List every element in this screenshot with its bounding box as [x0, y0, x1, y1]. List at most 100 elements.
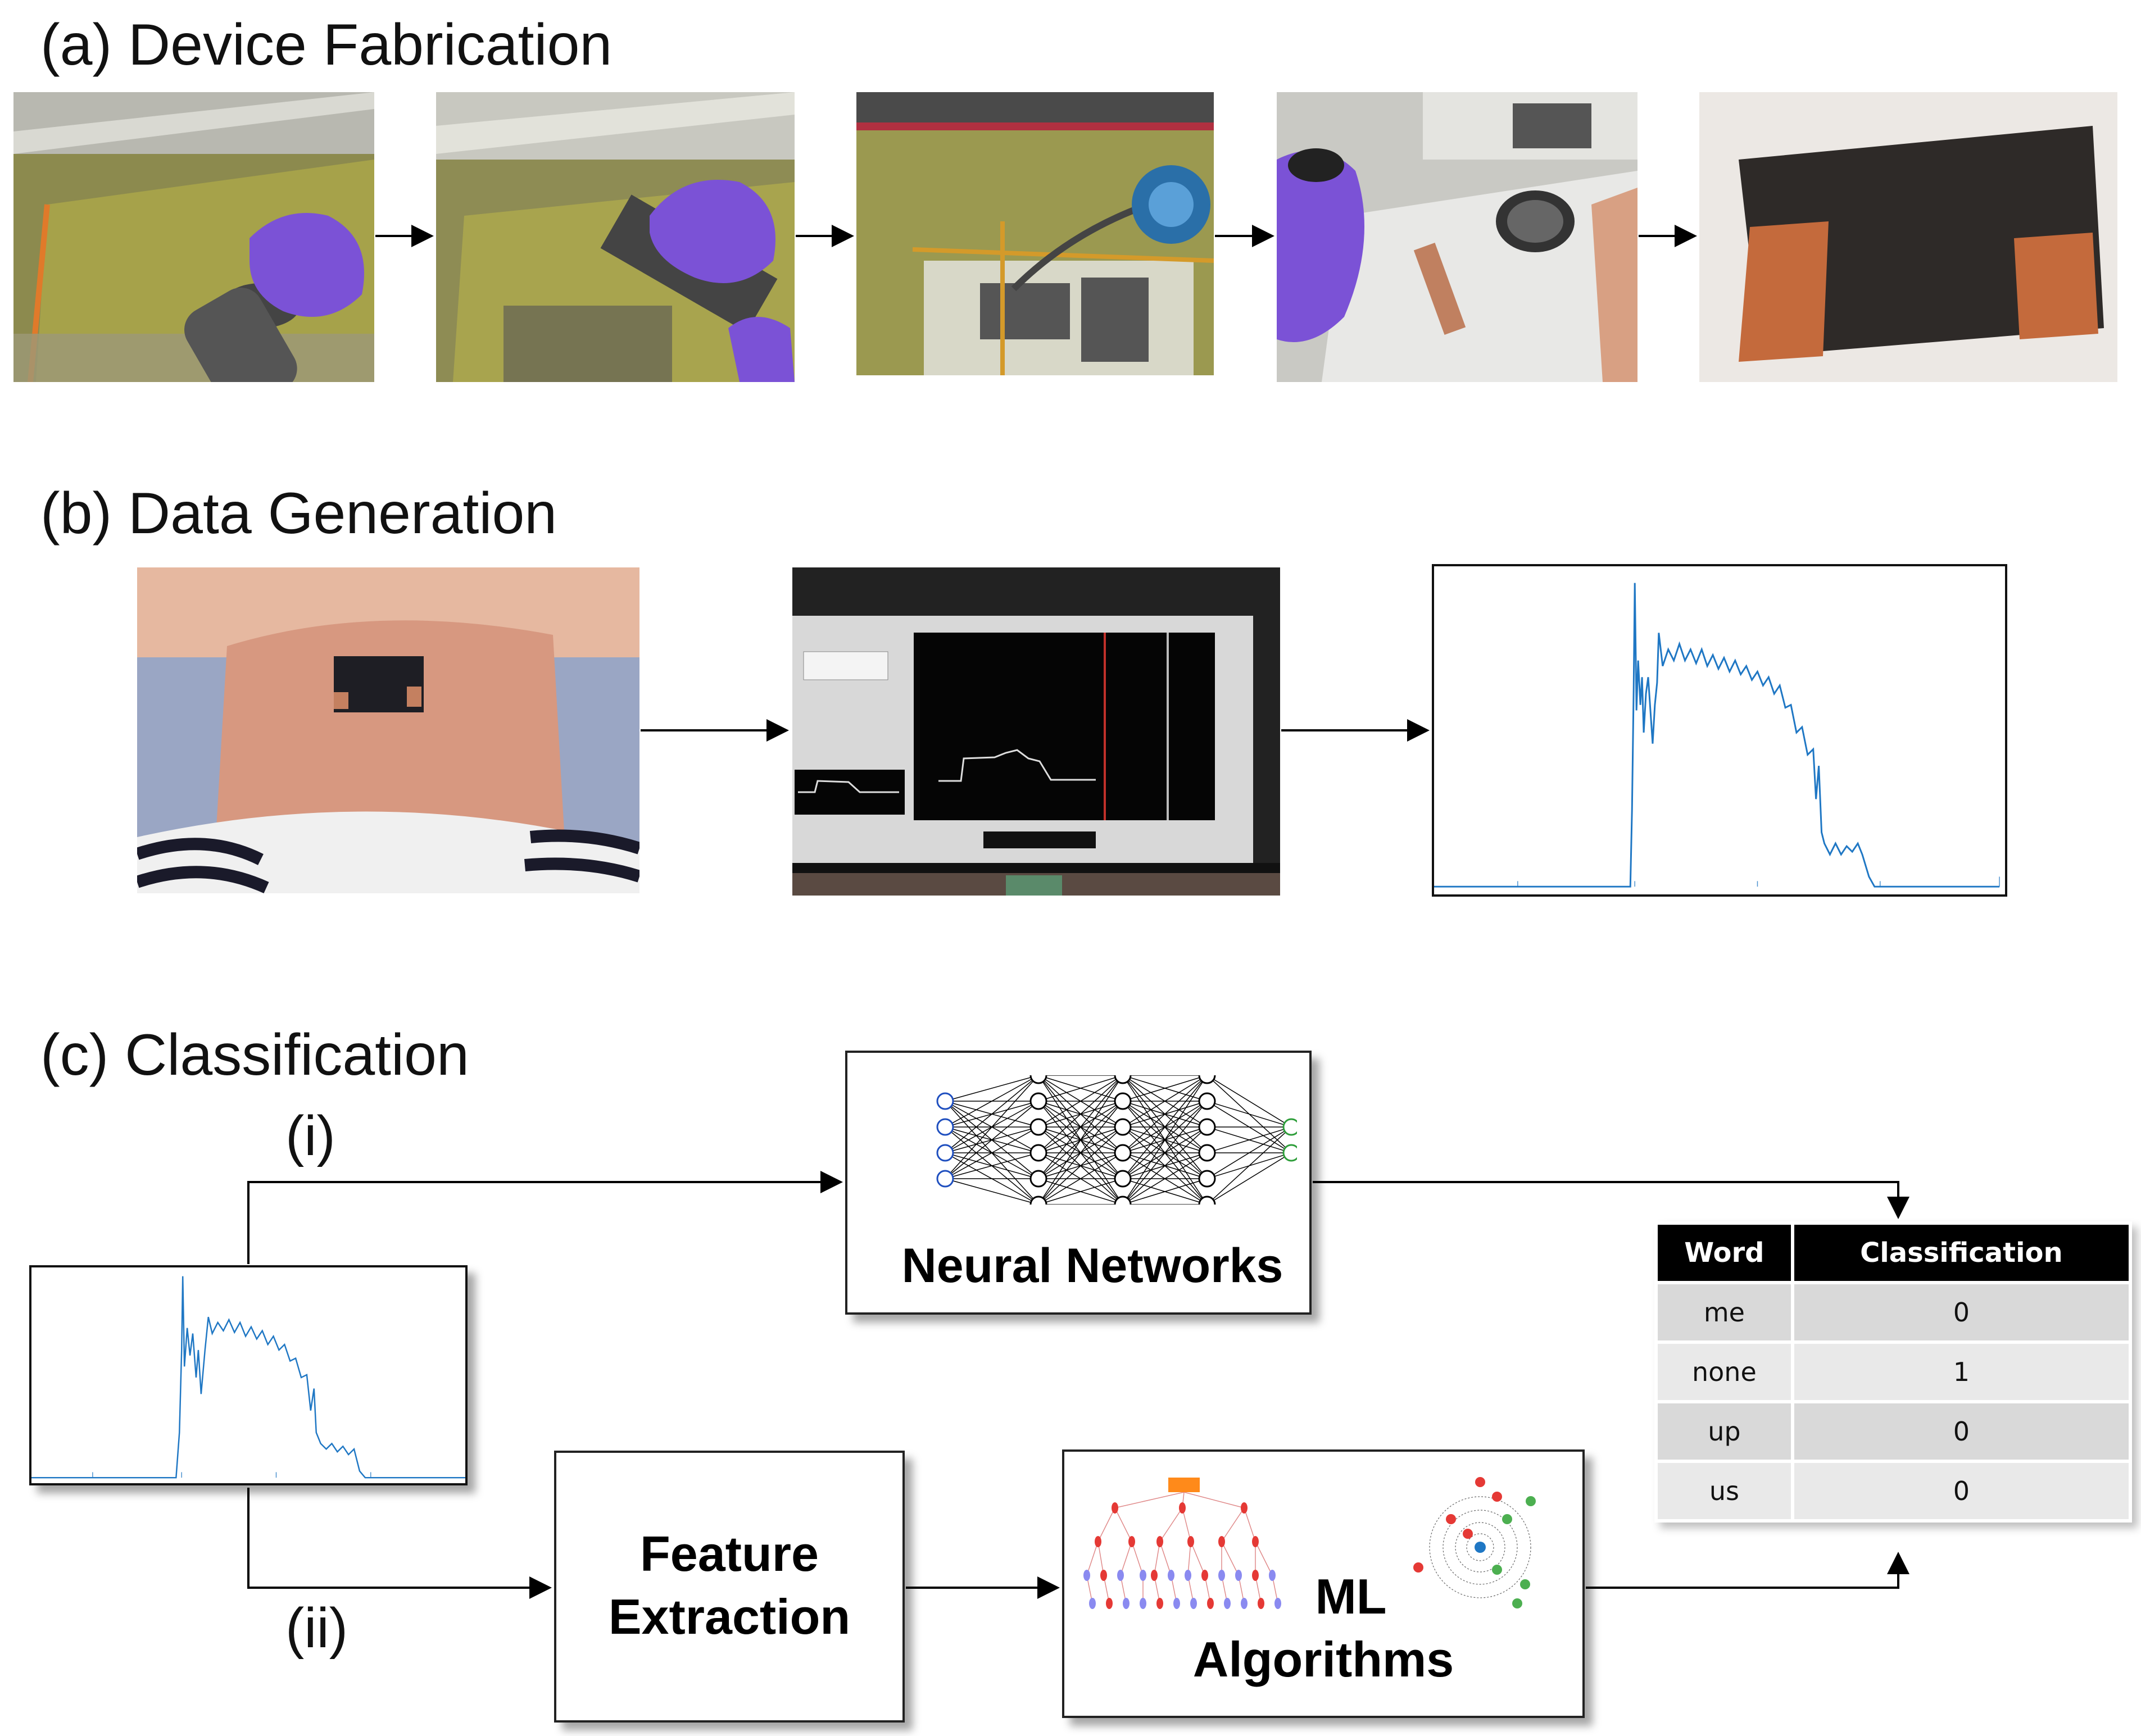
tree-edge	[1187, 1541, 1191, 1576]
arrow-path-i	[247, 1171, 843, 1264]
acquisition-screen-photo	[792, 567, 1280, 896]
screen-printing-photo	[13, 92, 374, 382]
tree-node	[1117, 1570, 1124, 1581]
arrow-nn-to-table	[1313, 1181, 1909, 1219]
nn-edge	[1038, 1101, 1123, 1205]
nn-node	[936, 1092, 954, 1110]
tree-node	[1089, 1598, 1096, 1609]
tree-node	[1173, 1598, 1180, 1609]
nn-node	[1029, 1196, 1047, 1205]
nn-node	[1114, 1092, 1132, 1110]
neural-networks-label: Neural Networks	[901, 1239, 1283, 1293]
ml-algorithms-label-1: ML	[1315, 1569, 1387, 1624]
tree-node	[1156, 1598, 1163, 1609]
nn-edge	[1038, 1075, 1123, 1179]
tree-node	[1140, 1598, 1146, 1609]
tree-edge	[1120, 1541, 1132, 1576]
signal-plot-large	[1432, 564, 2007, 897]
throat-sensor-photo	[137, 567, 639, 893]
tree-edge	[1097, 1541, 1104, 1576]
tree-node	[1187, 1536, 1194, 1547]
tree-node	[1218, 1570, 1225, 1581]
nn-edge	[1122, 1101, 1208, 1205]
nn-edge	[1206, 1126, 1292, 1179]
clustering-diagram	[1413, 1477, 1536, 1608]
tree-node	[1179, 1502, 1186, 1514]
nn-node	[1282, 1118, 1297, 1136]
nn-edge	[1122, 1075, 1208, 1205]
tree-node	[1241, 1502, 1248, 1514]
tree-edge	[1097, 1507, 1115, 1542]
tree-edge	[1221, 1507, 1245, 1542]
nn-edge	[945, 1075, 1039, 1153]
neural-networks-box: Neural Networks	[845, 1051, 1312, 1315]
nn-node	[1114, 1118, 1132, 1136]
nn-edge	[945, 1126, 1039, 1179]
table-row: none 1	[1658, 1344, 2129, 1400]
arrow-path-ii	[247, 1488, 552, 1599]
nn-node	[1029, 1075, 1047, 1084]
table-cell-word: me	[1658, 1284, 1791, 1340]
tree-node	[1112, 1502, 1118, 1514]
tree-edge	[1255, 1541, 1273, 1576]
tree-node	[1185, 1570, 1191, 1581]
tree-node	[1207, 1598, 1214, 1609]
table-header-word: Word	[1658, 1225, 1791, 1281]
tree-node	[1128, 1536, 1135, 1547]
nn-edge	[1122, 1075, 1208, 1128]
nn-node	[1029, 1144, 1047, 1162]
feature-extraction-label-2: Extraction	[608, 1589, 851, 1644]
nn-edge	[1206, 1126, 1292, 1153]
tree-node	[1156, 1536, 1163, 1547]
table-header-classification: Classification	[1794, 1225, 2129, 1281]
nn-edge	[1038, 1126, 1123, 1205]
nn-edge	[1122, 1075, 1208, 1153]
nn-edge	[1038, 1075, 1123, 1205]
tree-edge	[1159, 1541, 1172, 1576]
table-row: me 0	[1658, 1284, 2129, 1340]
table-row: us 0	[1658, 1463, 2129, 1519]
table-cell-word: none	[1658, 1344, 1791, 1400]
path-label-i: (i)	[285, 1105, 335, 1167]
tree-edge	[1190, 1541, 1205, 1576]
tree-edge	[1086, 1541, 1099, 1576]
signal-waveform	[1434, 583, 2000, 888]
tree-node	[1269, 1570, 1276, 1581]
nn-node	[1114, 1170, 1132, 1188]
nn-node	[1114, 1196, 1132, 1205]
tree-node	[1201, 1570, 1208, 1581]
tree-node	[1095, 1536, 1101, 1547]
nn-edge	[1206, 1101, 1292, 1128]
tree-edge	[1183, 1492, 1245, 1508]
nn-edge	[945, 1101, 1039, 1179]
tree-node	[1241, 1598, 1248, 1609]
tree-node	[1190, 1598, 1197, 1609]
tree-node	[1235, 1570, 1242, 1581]
nn-node	[1198, 1075, 1216, 1084]
nn-edge	[1122, 1152, 1208, 1205]
tree-edge	[1154, 1541, 1160, 1576]
nn-node	[1198, 1092, 1216, 1110]
nn-edge	[1206, 1126, 1292, 1205]
tree-node	[1083, 1570, 1090, 1581]
ml-algorithms-label-2: Algorithms	[1192, 1632, 1454, 1687]
nn-node	[1282, 1144, 1297, 1162]
tree-node	[1140, 1570, 1146, 1581]
feature-extraction-label-1: Feature	[640, 1526, 819, 1582]
table-cell-classification: 0	[1794, 1463, 2129, 1519]
tree-node	[1123, 1598, 1130, 1609]
sensor-device-photo	[1699, 92, 2117, 382]
tree-node	[1168, 1570, 1174, 1581]
nn-edge	[945, 1075, 1039, 1128]
table-row: up 0	[1658, 1403, 2129, 1460]
nn-edge	[1038, 1075, 1123, 1102]
nn-node	[936, 1170, 954, 1188]
nn-edge	[1122, 1178, 1208, 1205]
tree-edge	[1114, 1507, 1132, 1542]
tree-node	[1224, 1598, 1231, 1609]
section-c-title: (c) Classification	[40, 1022, 469, 1088]
nn-edge	[1038, 1178, 1123, 1205]
nn-node	[1029, 1118, 1047, 1136]
tree-node	[1151, 1570, 1158, 1581]
nn-node	[936, 1118, 954, 1136]
